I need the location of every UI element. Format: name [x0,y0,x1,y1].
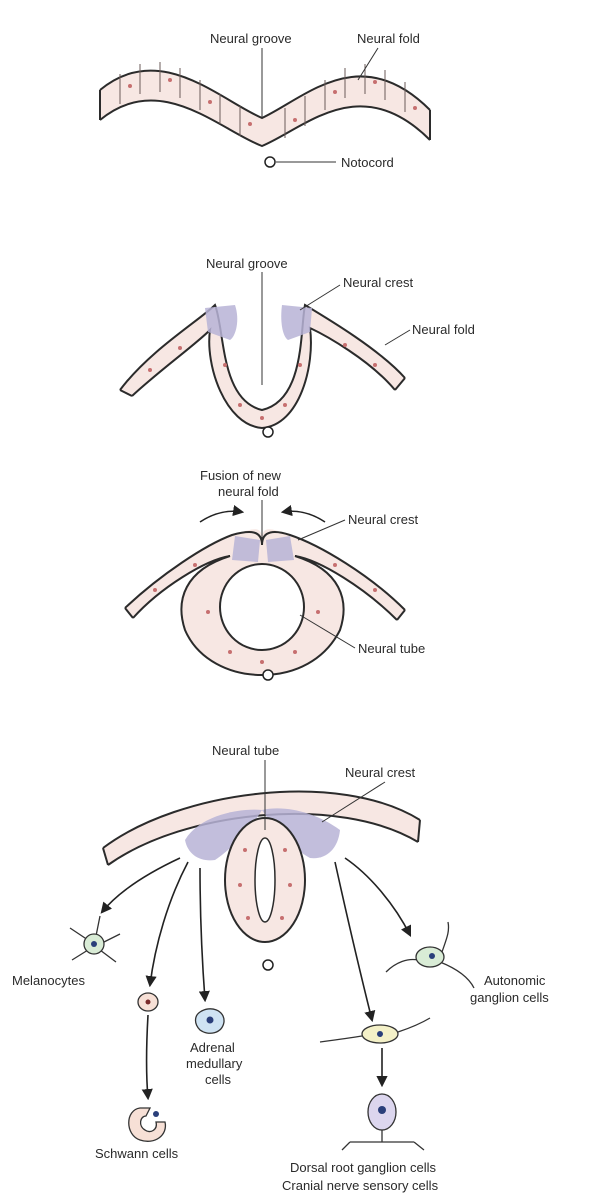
autonomic-ganglion-cell [385,921,475,989]
autonomic-label-line1: Autonomic [484,973,546,988]
stage-2-neural-groove: Neural groove Neural crest Neural fold [119,256,475,438]
melanocytes-label: Melanocytes [12,973,85,988]
stage2-neural-groove-label: Neural groove [206,256,288,271]
adrenal-label-line1: Adrenal [190,1040,235,1055]
fusion-arrow-right [280,505,326,523]
stage3-fusion-label-line1: Fusion of new [200,468,282,483]
neural-crest-left [232,536,260,562]
fusing-band [124,529,406,677]
adrenal-label-line2: medullary [186,1056,243,1071]
arrow-to-autonomic [344,857,412,938]
neural-tube [224,817,306,943]
adrenal-label-line3: cells [205,1072,232,1087]
stage2-neural-fold-label: Neural fold [412,322,475,337]
neural-plate-band [99,62,431,148]
stage3-fusion-label-line2: neural fold [218,484,279,499]
dorsal-root-label-line2: Cranial nerve sensory cells [282,1178,439,1193]
melanocyte-cell [69,915,121,963]
dorsal-root-ganglion-cell [341,1093,425,1151]
fusion-arrow-left [199,505,245,523]
arrow-to-melanocytes [100,857,181,914]
neural-crest-right [266,536,294,562]
cell-divisions [119,62,406,138]
arrow-schwann-maturation [141,1014,153,1101]
notochord-circle [262,669,274,681]
arrow-to-dorsal-root [334,861,376,1023]
schwann-precursor-cell [137,992,159,1012]
notochord-circle [262,426,274,438]
schwann-cell [128,1107,167,1142]
stage3-neural-crest-label: Neural crest [348,512,418,527]
arrow-to-adrenal [198,867,210,1003]
adrenal-medullary-cell [194,1008,225,1034]
stage1-neural-groove-label: Neural groove [210,31,292,46]
notochord-circle [262,959,274,971]
migrating-neural-crest [185,808,340,861]
dorsal-root-label-line1: Dorsal root ganglion cells [290,1160,436,1175]
cell-nuclei [148,343,377,420]
notochord-circle [264,156,276,168]
stage-4-crest-migration: Neural tube Neural crest Melanocytes Sch… [12,743,549,1193]
neural-groove-band [119,303,406,430]
neural-crest-left [205,305,238,340]
stage2-neural-crest-label: Neural crest [343,275,413,290]
stage1-notocord-label: Notocord [341,155,394,170]
stage1-neural-fold-label: Neural fold [357,31,420,46]
schwann-cells-label: Schwann cells [95,1146,179,1161]
cell-nuclei [128,78,417,126]
stage-1-neural-plate: Neural groove Neural fold Notocord [99,31,431,170]
stage4-neural-crest-label: Neural crest [345,765,415,780]
stage-3-neural-tube-forming: Fusion of new neural fold Neural crest N… [124,468,425,681]
autonomic-label-line2: ganglion cells [470,990,549,1005]
arrow-to-schwann-precursor [145,861,189,988]
cell-nuclei [153,563,377,664]
neural-crest-right [281,305,312,340]
stage4-neural-tube-label: Neural tube [212,743,279,758]
bipolar-precursor-cell [319,1017,431,1044]
stage3-neural-tube-label: Neural tube [358,641,425,656]
